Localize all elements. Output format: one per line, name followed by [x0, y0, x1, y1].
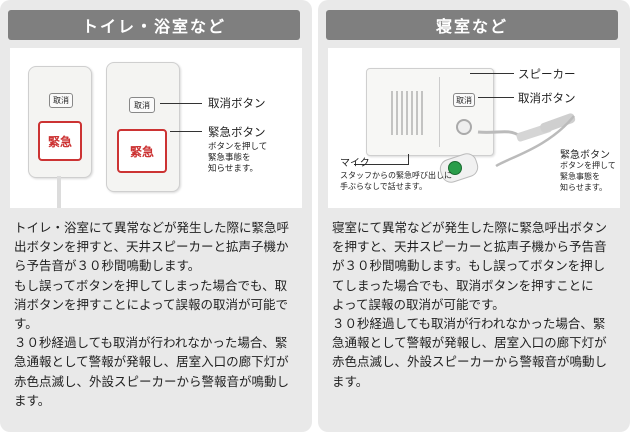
call-unit: 取消 緊急	[106, 62, 180, 192]
handset-cord	[477, 113, 576, 168]
callout-line	[408, 154, 409, 164]
callout-line	[354, 164, 409, 165]
callout-line	[478, 97, 514, 98]
speaker-callout: スピーカー	[518, 67, 576, 81]
jack-socket-icon	[456, 119, 472, 135]
cancel-button-callout: 取消ボタン	[518, 91, 576, 105]
speaker-grille-icon	[391, 91, 425, 135]
toilet-bath-description: トイレ・浴室にて異常などが発生した際に緊急呼 出ボタンを押すと、天井スピーカーと…	[14, 220, 290, 408]
panel-divider	[439, 77, 440, 147]
emergency-button-callout: 緊急ボタン	[208, 125, 266, 139]
emergency-button-callout: 緊急ボタン	[560, 150, 610, 161]
emergency-button[interactable]: 緊急	[38, 121, 82, 161]
cancel-button[interactable]: 取消	[453, 93, 475, 107]
callout-line	[170, 131, 202, 132]
handset-emergency-button[interactable]	[448, 161, 462, 175]
pull-cord[interactable]	[57, 176, 61, 208]
toilet-bath-photo: 取消 緊急 取消 緊急 取消ボタン 緊急ボタン ボタンを押して 緊急事態を 知ら…	[10, 48, 302, 208]
callout-line	[470, 73, 514, 74]
intercom-unit: 取消	[366, 68, 494, 156]
bedroom-panel: 寝室など 取消 スピーカー 取消ボタン マイク スタッフからの緊急呼び出しに 手…	[318, 0, 630, 432]
cancel-button-callout: 取消ボタン	[208, 96, 266, 110]
bedroom-header: 寝室など	[326, 10, 618, 40]
cancel-button[interactable]: 取消	[129, 97, 155, 113]
emergency-button-description: ボタンを押して 緊急事態を 知らせます。	[208, 142, 268, 174]
cancel-button[interactable]: 取消	[49, 93, 73, 108]
toilet-bath-panel: トイレ・浴室など 取消 緊急 取消 緊急 取消ボタン 緊急ボタン ボタンを押して…	[0, 0, 312, 432]
bedroom-photo: 取消 スピーカー 取消ボタン マイク スタッフからの緊急呼び出しに 手ぶらなしで…	[328, 48, 620, 208]
emergency-button-description: ボタンを押して 緊急事態を 知らせます。	[560, 161, 616, 192]
mic-description: スタッフからの緊急呼び出しに 手ぶらなしで話せます。	[340, 171, 452, 191]
call-unit-with-cord: 取消 緊急	[28, 66, 92, 178]
emergency-button[interactable]: 緊急	[117, 129, 167, 173]
mic-callout: マイク	[340, 158, 370, 169]
toilet-bath-header: トイレ・浴室など	[8, 10, 300, 40]
bedroom-description: 寝室にて異常などが発生した際に緊急呼出ボタン を押すと、天井スピーカーと拡声子機…	[332, 220, 608, 389]
callout-line	[160, 103, 202, 104]
